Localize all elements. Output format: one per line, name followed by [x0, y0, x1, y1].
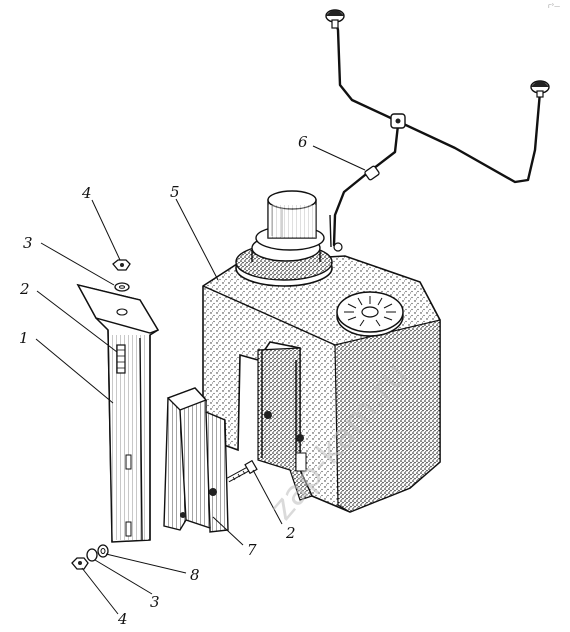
washer-top-icon — [114, 282, 130, 292]
pump-motor — [235, 190, 343, 287]
bolt-left-icon — [116, 344, 126, 374]
leader-lines — [35, 145, 366, 615]
tee-connector-icon — [390, 113, 406, 129]
filler-cap-icon — [336, 291, 404, 337]
callout-bracket: 1 — [19, 329, 29, 347]
nozzle-left-icon — [325, 9, 345, 29]
callout-support: 7 — [247, 541, 257, 559]
callout-tank: 5 — [170, 183, 180, 201]
mounting-bracket — [76, 283, 160, 543]
nut-top-icon — [112, 259, 131, 271]
callout-bolt-right: 2 — [285, 524, 296, 542]
corner-mark: г°— — [548, 3, 560, 10]
washer-tube — [329, 16, 542, 248]
callout-nut-top: 4 — [81, 184, 92, 202]
callout-washer-top: 3 — [23, 234, 33, 252]
callout-tube: 6 — [298, 133, 308, 151]
callout-bolt-left: 2 — [19, 280, 30, 298]
nozzle-right-icon — [530, 80, 550, 98]
nut-bottom-icon — [71, 557, 89, 570]
washer-bottom-icon — [86, 548, 98, 562]
tube-clip-icon — [364, 165, 380, 181]
bolt-right-icon — [226, 459, 258, 483]
support-bracket — [163, 387, 229, 533]
callout-spring-washer: 8 — [190, 566, 200, 584]
spring-washer-icon — [97, 544, 109, 558]
callout-nut-bottom: 4 — [117, 610, 128, 628]
callout-washer-bottom: 3 — [150, 593, 160, 611]
